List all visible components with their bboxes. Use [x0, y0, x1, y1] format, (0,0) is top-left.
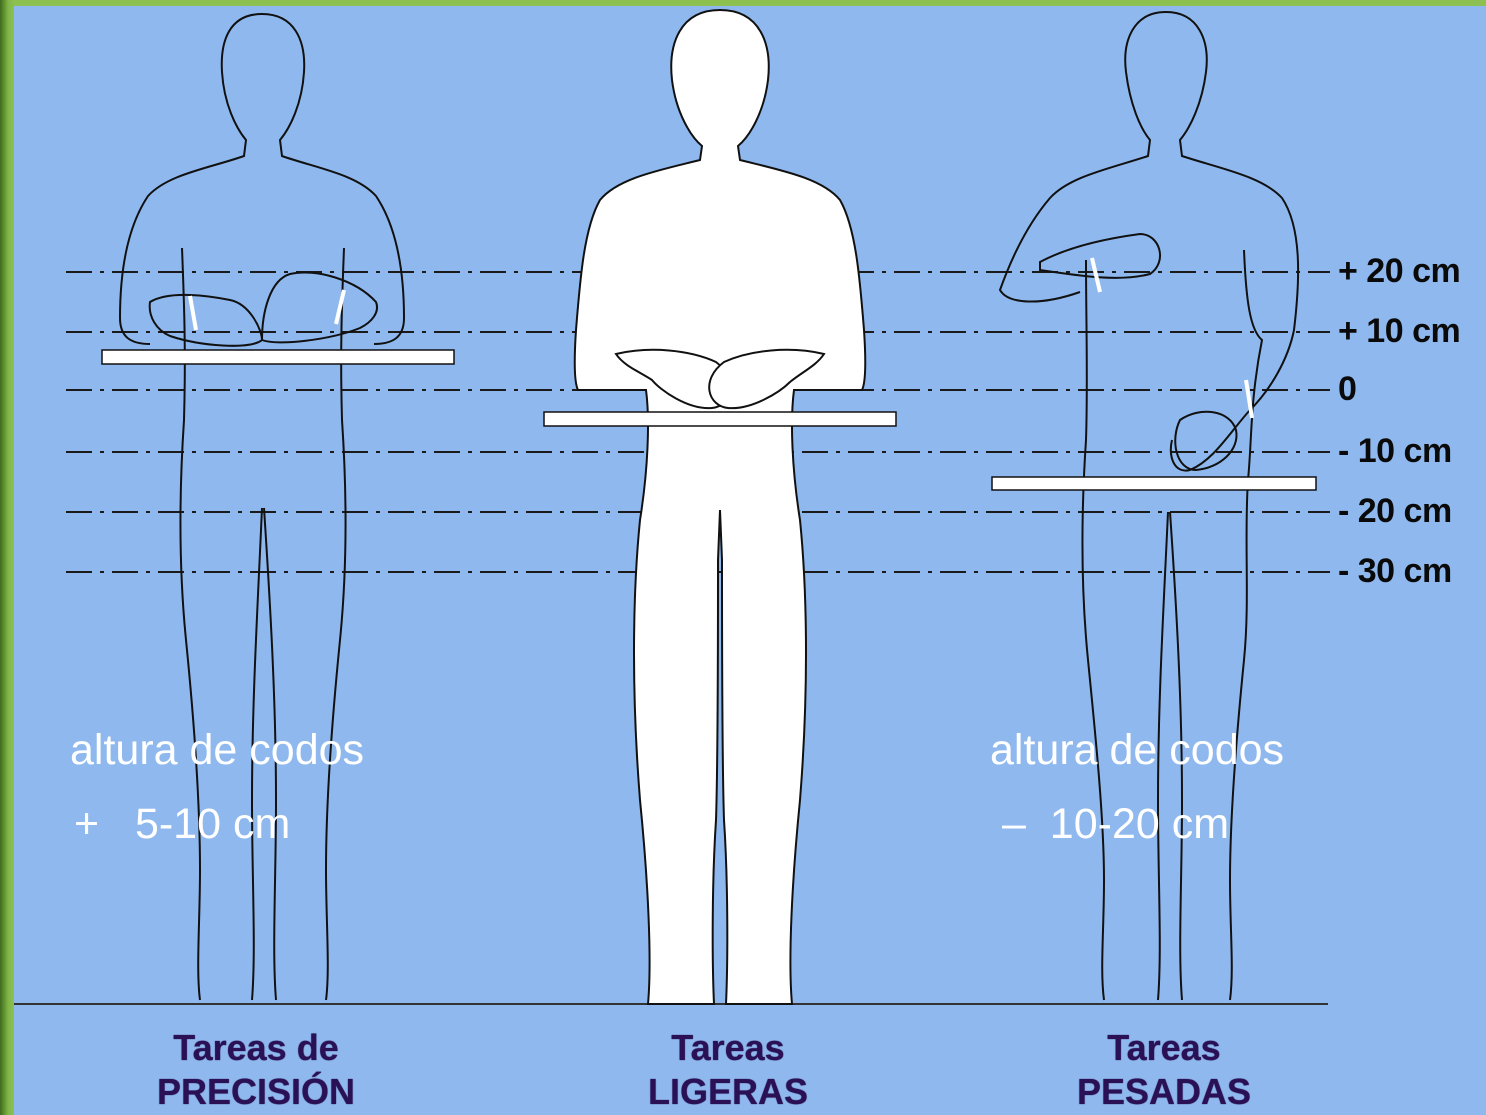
- precision-note-line2: + 5-10 cm: [74, 800, 290, 849]
- caption-precision: Tareas de PRECISIÓN: [106, 1026, 406, 1114]
- figure-precision-hands: [150, 295, 262, 346]
- scale-label-plus-10: + 10 cm: [1338, 312, 1460, 351]
- scale-label-minus-10: - 10 cm: [1338, 432, 1452, 471]
- caption-light-line2: LIGERAS: [578, 1070, 878, 1114]
- figure-precision: [120, 14, 404, 1000]
- precision-note-line1: altura de codos: [70, 726, 364, 775]
- caption-light-line1: Tareas: [578, 1026, 878, 1070]
- caption-heavy-line2: PESADAS: [1014, 1070, 1314, 1114]
- caption-light: Tareas LIGERAS: [578, 1026, 878, 1114]
- scale-label-minus-30: - 30 cm: [1338, 552, 1452, 591]
- heavy-note-line1: altura de codos: [990, 726, 1284, 775]
- scale-label-zero: 0: [1338, 370, 1356, 409]
- work-surface-heavy: [992, 477, 1316, 490]
- figure-heavy-torso: [1083, 260, 1105, 1000]
- figure-heavy: [1000, 12, 1298, 1000]
- caption-heavy: Tareas PESADAS: [1014, 1026, 1314, 1114]
- heavy-note-line2: – 10-20 cm: [1002, 800, 1229, 849]
- forearm-mark-left: [190, 296, 196, 330]
- scale-label-minus-20: - 20 cm: [1338, 492, 1452, 531]
- caption-precision-line2: PRECISIÓN: [106, 1070, 406, 1114]
- figure-light-silhouette: [575, 10, 866, 1004]
- forearm-mark-raised: [1092, 258, 1100, 292]
- work-surface-light: [544, 412, 896, 426]
- caption-heavy-line1: Tareas: [1014, 1026, 1314, 1070]
- figure-heavy-head: [1000, 12, 1166, 302]
- caption-precision-line1: Tareas de: [106, 1026, 406, 1070]
- scale-label-plus-20: + 20 cm: [1338, 252, 1460, 291]
- work-surface-precision: [102, 350, 454, 364]
- figure-light: [575, 10, 866, 1004]
